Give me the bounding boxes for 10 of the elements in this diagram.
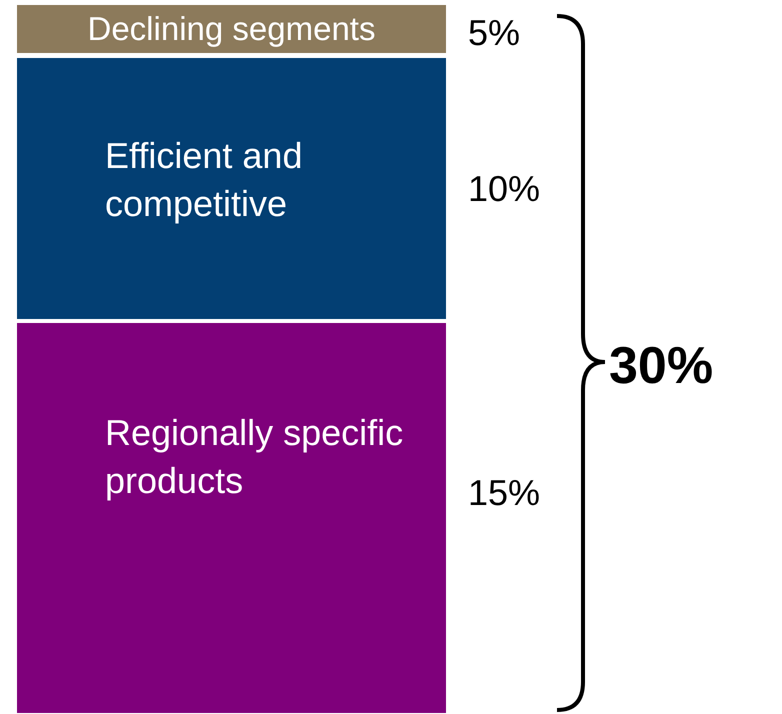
percentage-label: 10% xyxy=(468,168,540,210)
segment-box xyxy=(17,58,446,319)
segment-box xyxy=(17,5,446,53)
segment-box xyxy=(17,323,446,713)
total-label: 30% xyxy=(609,336,714,396)
segment-label: Regionally specific products xyxy=(105,411,404,503)
percentage-label: 5% xyxy=(468,12,520,54)
percentage-label: 15% xyxy=(468,472,540,514)
segment-label: Declining segments xyxy=(86,9,376,49)
segment-label: Efficient and competitive xyxy=(105,134,304,226)
